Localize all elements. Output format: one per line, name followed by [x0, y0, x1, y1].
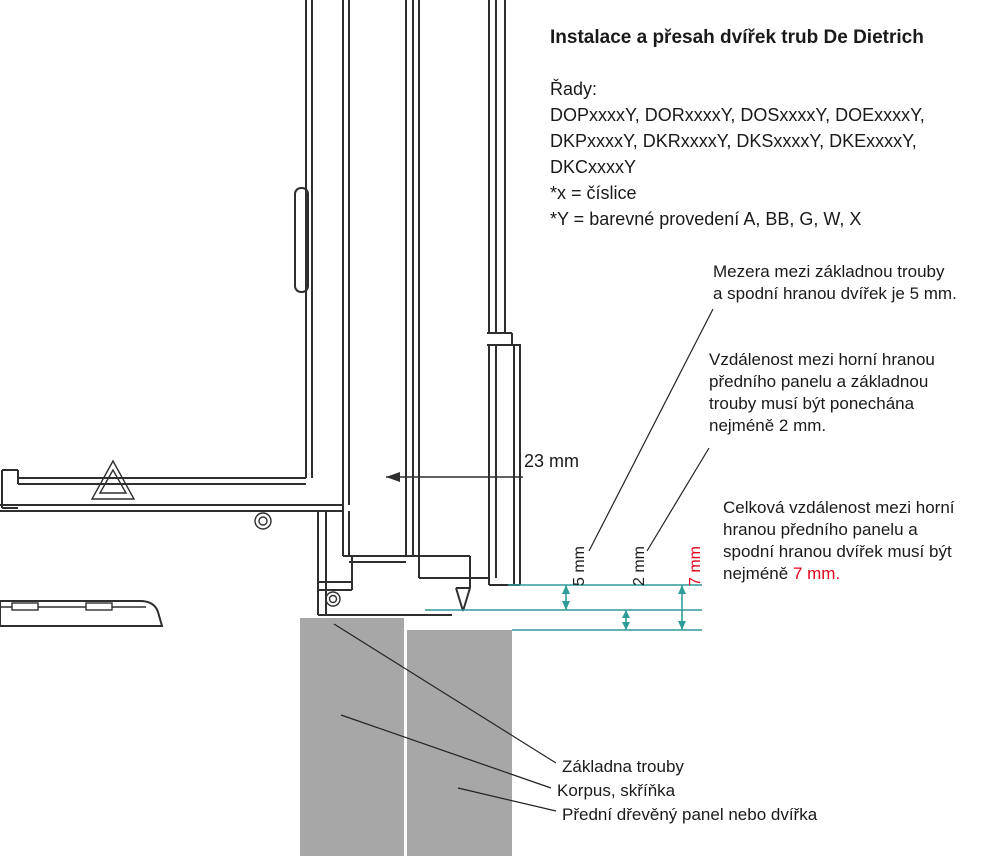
oven-base-section-lines: [0, 469, 471, 616]
cabinet-body: [300, 618, 404, 856]
screw-hinge: [325, 591, 341, 607]
dimension-23mm-label: 23 mm: [524, 451, 580, 471]
series-note-x: *x = číslice: [550, 183, 637, 203]
label-front-panel: Přední dřevěný panel nebo dvířka: [562, 805, 818, 824]
bottom-trim-tray: [0, 600, 164, 627]
oven-door-section-lines: [305, 0, 521, 586]
dimension-reference-lines: [425, 584, 702, 631]
door-hinge-slot: [294, 187, 309, 293]
label-oven-base: Základna trouby: [562, 757, 684, 776]
series-heading: Řady:: [550, 79, 598, 99]
series-line: DKCxxxxY: [550, 157, 637, 177]
label-cabinet: Korpus, skříňka: [557, 781, 676, 800]
annotation-gap-5mm: Mezera mezi základnou trouby a spodní hr…: [713, 262, 957, 303]
dimension-5mm-label: 5 mm: [571, 546, 588, 586]
leader-lines: [333, 308, 714, 812]
dimension-gap-arrows: [562, 585, 686, 630]
page-title: Instalace a přesah dvířek trub De Dietri…: [550, 27, 924, 48]
series-note-y: *Y = barevné provedení A, BB, G, W, X: [550, 209, 862, 229]
warning-triangle-icon: [90, 459, 136, 500]
annotation-gap-7mm: Celková vzdálenost mezi horní hranou pře…: [723, 498, 955, 583]
dimension-23mm-arrow: [386, 472, 523, 482]
annotation-gap-2mm: Vzdálenost mezi horní hranou předního pa…: [709, 350, 935, 435]
series-block: Řady: DOPxxxxY, DORxxxxY, DOSxxxxY, DOEx…: [550, 76, 925, 232]
screw-upper: [254, 512, 272, 530]
series-line: DOPxxxxY, DORxxxxY, DOSxxxxY, DOExxxxY,: [550, 105, 925, 125]
dimension-2mm-label: 2 mm: [631, 546, 648, 586]
series-line: DKPxxxxY, DKRxxxxY, DKSxxxxY, DKExxxxY,: [550, 131, 917, 151]
front-panel-body: [407, 630, 512, 856]
gap7-red-value: 7 mm.: [792, 564, 841, 583]
dimension-7mm-label: 7 mm: [687, 546, 704, 586]
